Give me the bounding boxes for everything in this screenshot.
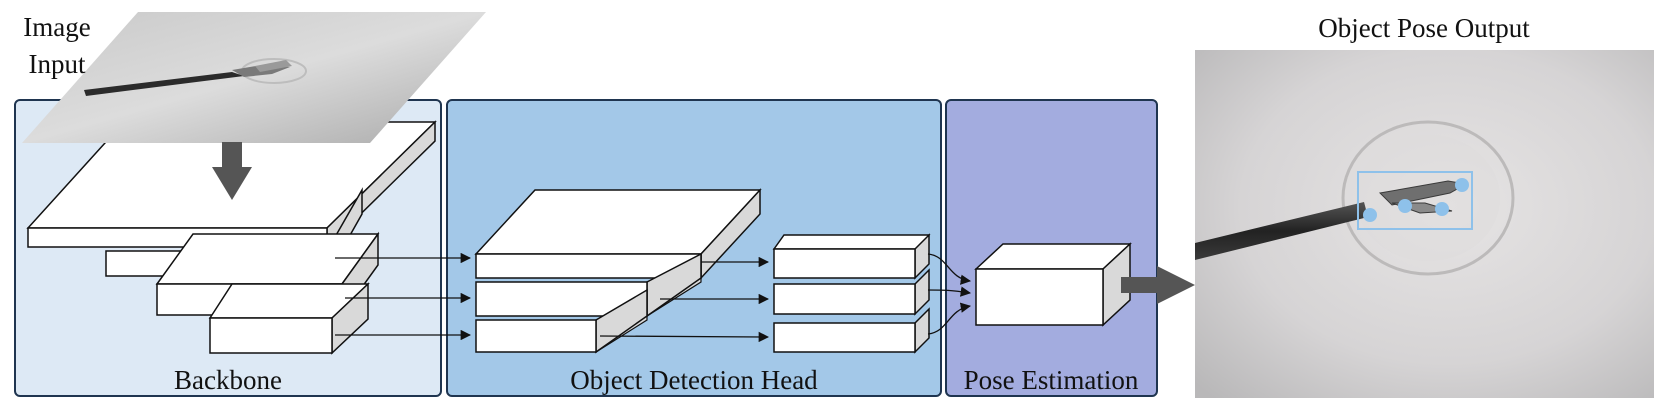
output-title: Object Pose Output xyxy=(1318,13,1530,43)
head-output-1 xyxy=(772,233,931,280)
keypoint-marker xyxy=(1435,202,1449,216)
head-output-2 xyxy=(773,268,930,316)
arrow-head-to-pose-1 xyxy=(927,253,972,285)
arrow-head-internal-3 xyxy=(599,331,770,343)
head-output-3 xyxy=(773,307,930,354)
input-image xyxy=(22,12,486,143)
pose-estimation-label: Pose Estimation xyxy=(964,365,1139,395)
pose-estimation-block xyxy=(974,242,1132,327)
output-image xyxy=(1195,50,1654,398)
keypoint-marker xyxy=(1363,208,1377,222)
detection-head-label: Object Detection Head xyxy=(570,365,818,395)
image-input-label-line2: Input xyxy=(29,49,86,79)
backbone-label: Backbone xyxy=(174,365,282,395)
detection-feature-1 xyxy=(474,188,762,280)
backbone-layer-4 xyxy=(208,282,370,355)
image-input-label-line1: Image xyxy=(23,12,90,42)
arrow-head-to-pose-3 xyxy=(927,302,972,335)
detection-feature-3 xyxy=(475,288,648,354)
keypoint-marker xyxy=(1455,178,1469,192)
detection-bounding-box xyxy=(1357,171,1473,230)
detection-feature-2 xyxy=(475,252,702,318)
connection-arrows xyxy=(335,252,972,343)
right-arrow-icon xyxy=(1121,266,1195,304)
arrow-head-to-pose-2 xyxy=(927,286,972,297)
instrument-shaft xyxy=(1195,202,1368,260)
down-arrow-icon xyxy=(212,142,252,200)
keypoint-marker xyxy=(1398,199,1412,213)
